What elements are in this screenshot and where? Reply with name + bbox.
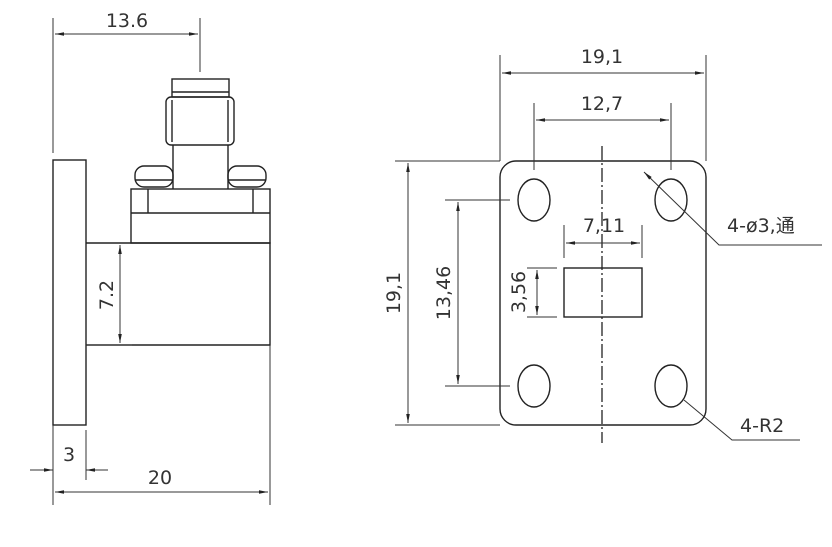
waveguide-aperture bbox=[563, 267, 643, 318]
hole-leader bbox=[643, 171, 822, 246]
mounting-hole bbox=[517, 364, 551, 408]
note-holes: 4-ø3,通 bbox=[727, 215, 795, 237]
dim-7-2: 7.2 bbox=[96, 280, 118, 310]
dim-hole-spacing-x: 12,7 bbox=[581, 93, 623, 115]
dim-flange-width: 19,1 bbox=[581, 46, 623, 68]
dim-20: 20 bbox=[148, 467, 172, 489]
side-view: 13.6 7.2 3 20 bbox=[30, 10, 271, 505]
dim-aperture-width: 7,11 bbox=[583, 215, 625, 237]
dim-flange-height: 19,1 bbox=[383, 272, 405, 314]
connector-base bbox=[130, 188, 271, 244]
right-screw-head bbox=[227, 165, 267, 188]
flange-view: 19,1 12,7 19,1 13,46 3,56 7,11 4-ø3,通 4-… bbox=[383, 46, 822, 443]
connector-shaft bbox=[172, 145, 229, 189]
flange-plate bbox=[499, 160, 707, 426]
mounting-hole bbox=[654, 178, 688, 222]
dim-3: 3 bbox=[63, 444, 75, 466]
left-screw-head bbox=[134, 165, 174, 188]
dim-13-6: 13.6 bbox=[106, 10, 148, 32]
note-corner-radius: 4-R2 bbox=[740, 415, 784, 437]
flange-outline bbox=[52, 159, 87, 426]
radius-leader bbox=[683, 399, 800, 441]
dim-hole-spacing-y: 13,46 bbox=[433, 266, 455, 320]
connector-cap bbox=[171, 78, 230, 98]
dim-aperture-height: 3,56 bbox=[508, 271, 530, 313]
mounting-hole bbox=[517, 178, 551, 222]
connector-nut bbox=[165, 96, 235, 146]
mounting-hole bbox=[654, 364, 688, 408]
